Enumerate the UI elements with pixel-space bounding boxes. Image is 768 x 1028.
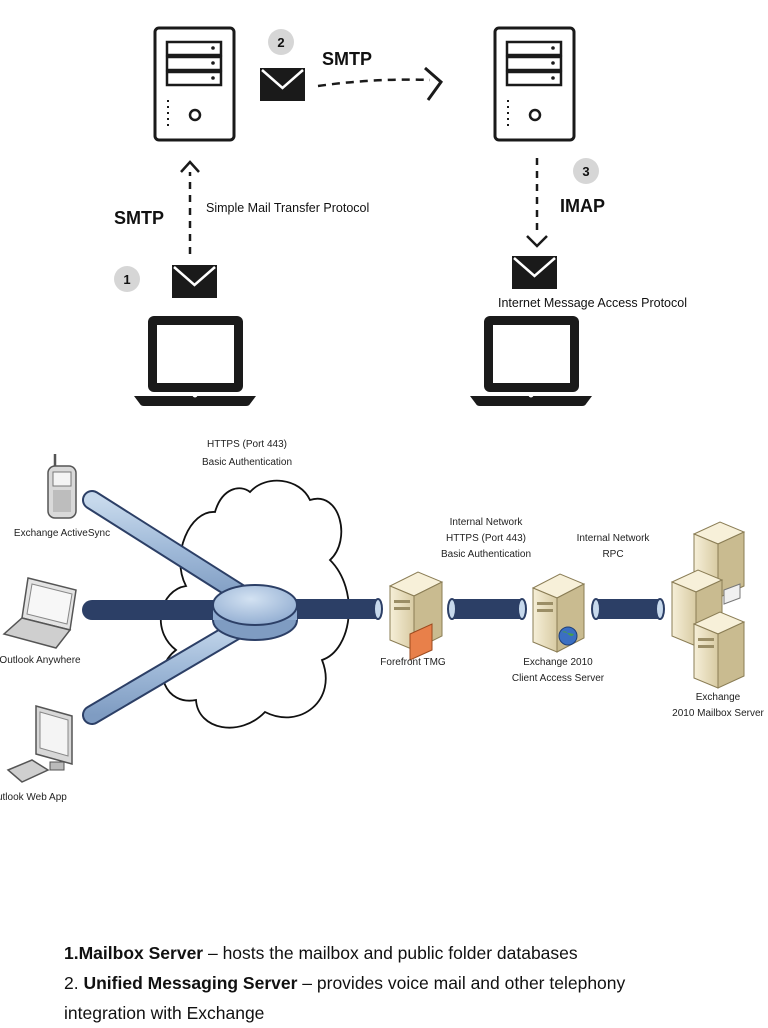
note-item-2-title: Unified Messaging Server [83, 973, 298, 993]
step-2-number: 2 [277, 35, 284, 50]
note-item-1-prefix: 1. [64, 943, 79, 963]
envelope-icon [260, 68, 305, 101]
envelope-icon [172, 265, 217, 298]
step-1-number: 1 [123, 272, 130, 287]
arrow-head-down-icon [526, 235, 548, 248]
laptop-recipient-icon [470, 316, 592, 406]
step-3-badge [573, 158, 599, 184]
cas-label-line2: Client Access Server [512, 673, 605, 684]
note-item-1: 1.Mailbox Server – hosts the mailbox and… [64, 938, 754, 968]
envelope-icon [512, 256, 557, 289]
note-item-1-title: Mailbox Server [78, 943, 204, 963]
internal-link-2-line1: Internal Network [577, 533, 651, 544]
forefront-tmg-server-icon [388, 571, 444, 661]
laptop-sender-icon [134, 316, 256, 406]
internal-link-1-line1: Internal Network [450, 517, 524, 528]
desktop-computer-icon [6, 705, 73, 783]
client-access-server-icon [531, 573, 586, 653]
mail-server-recipient-icon [493, 26, 576, 142]
laptop-icon [2, 577, 77, 649]
internal-link-2-line2: RPC [602, 549, 623, 560]
internal-link-1-line3: Basic Authentication [441, 549, 531, 560]
owa-label: Outlook Web App [0, 792, 67, 803]
smtp-relay-arrow [317, 78, 431, 88]
protocol-diagram: 2 SMTP SMTP Simple Mail Transfer Protoco… [0, 26, 765, 803]
note-item-1-desc: – hosts the mailbox and public folder da… [203, 943, 578, 963]
external-protocol-label: HTTPS (Port 443) [207, 439, 287, 450]
step-3-number: 3 [582, 164, 589, 179]
arrow-head-up-icon [180, 160, 200, 173]
smtp-upload-label: SMTP [114, 208, 164, 228]
note-item-2-desc: – provides voice mail and other telephon… [297, 973, 626, 993]
mailbox-label-line2: 2010 Mailbox Server [672, 708, 764, 719]
network-hub [212, 584, 298, 641]
server-role-notes: 1.Mailbox Server – hosts the mailbox and… [64, 938, 754, 1028]
step-1-badge [114, 266, 140, 292]
imap-desc: Internet Message Access Protocol [498, 296, 687, 310]
cas-label-line1: Exchange 2010 [523, 657, 593, 668]
arrow-head-right-icon [424, 66, 444, 101]
internal-link-1-line2: HTTPS (Port 443) [446, 533, 526, 544]
imap-label: IMAP [560, 196, 605, 216]
step-2-badge [268, 29, 294, 55]
note-item-2: 2. Unified Messaging Server – provides v… [64, 968, 754, 998]
smtp-relay-label: SMTP [322, 49, 372, 69]
tmg-label: Forefront TMG [380, 657, 446, 668]
note-item-2-continued: integration with Exchange [64, 1003, 265, 1023]
internal-pipe-https [447, 598, 527, 620]
activesync-label: Exchange ActiveSync [14, 528, 110, 539]
mailbox-label-line1: Exchange [696, 692, 741, 703]
mobile-phone-icon [47, 454, 77, 519]
note-item-2-prefix: 2. [64, 973, 84, 993]
external-auth-label: Basic Authentication [202, 457, 292, 468]
mail-server-sender-icon [153, 26, 236, 142]
mailbox-server-cluster-icon [670, 521, 746, 689]
smtp-upload-desc: Simple Mail Transfer Protocol [206, 201, 369, 215]
internal-pipe-rpc [591, 598, 665, 620]
outlook-anywhere-label: Outlook Anywhere [0, 655, 81, 666]
